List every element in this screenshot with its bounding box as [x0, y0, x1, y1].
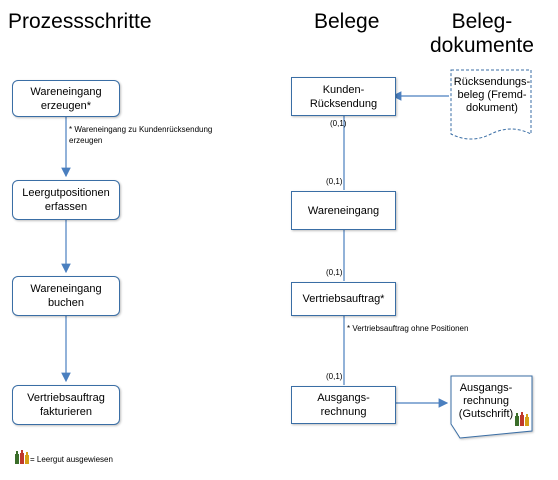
document-note: * Vertriebsauftrag ohne Positionen [347, 324, 469, 333]
bottle-icon-document [515, 412, 529, 426]
cardinality-label-1: (0,1) [330, 119, 347, 128]
title-process-steps: Prozessschritte [8, 10, 152, 33]
process-step-goods-receipt-create: Wareneingang erzeugen* [12, 80, 120, 117]
process-step-goods-receipt-post: Wareneingang buchen [12, 276, 120, 316]
process-step-sales-order-invoice: Vertriebsauftrag fakturieren [12, 385, 120, 425]
legend-empties: = Leergut ausgewiesen [30, 455, 113, 464]
external-document-return-note: Rücksendungs- beleg (Fremd- dokument) [453, 76, 531, 114]
process-step-empties-capture: Leergutpositionen erfassen [12, 180, 120, 220]
cardinality-label-3: (0,1) [326, 268, 343, 277]
cardinality-label-2: (0,1) [326, 177, 343, 186]
external-document-shape-2 [450, 375, 533, 439]
bottle-icon-legend [15, 450, 29, 464]
external-document-credit-memo: Ausgangs- rechnung (Gutschrift) [458, 382, 514, 420]
document-outgoing-invoice: Ausgangs- rechnung [291, 386, 396, 424]
cardinality-label-4: (0,1) [326, 372, 343, 381]
title-document-files: Beleg- dokumente [430, 10, 534, 57]
document-sales-order: Vertriebsauftrag* [291, 282, 396, 316]
external-document-shape-1 [450, 69, 532, 140]
process-note: * Wareneingang zu Kundenrücksendung erze… [69, 125, 213, 145]
document-customer-return: Kunden- Rücksendung [291, 77, 396, 116]
document-goods-receipt: Wareneingang [291, 191, 396, 230]
title-documents: Belege [314, 10, 380, 33]
